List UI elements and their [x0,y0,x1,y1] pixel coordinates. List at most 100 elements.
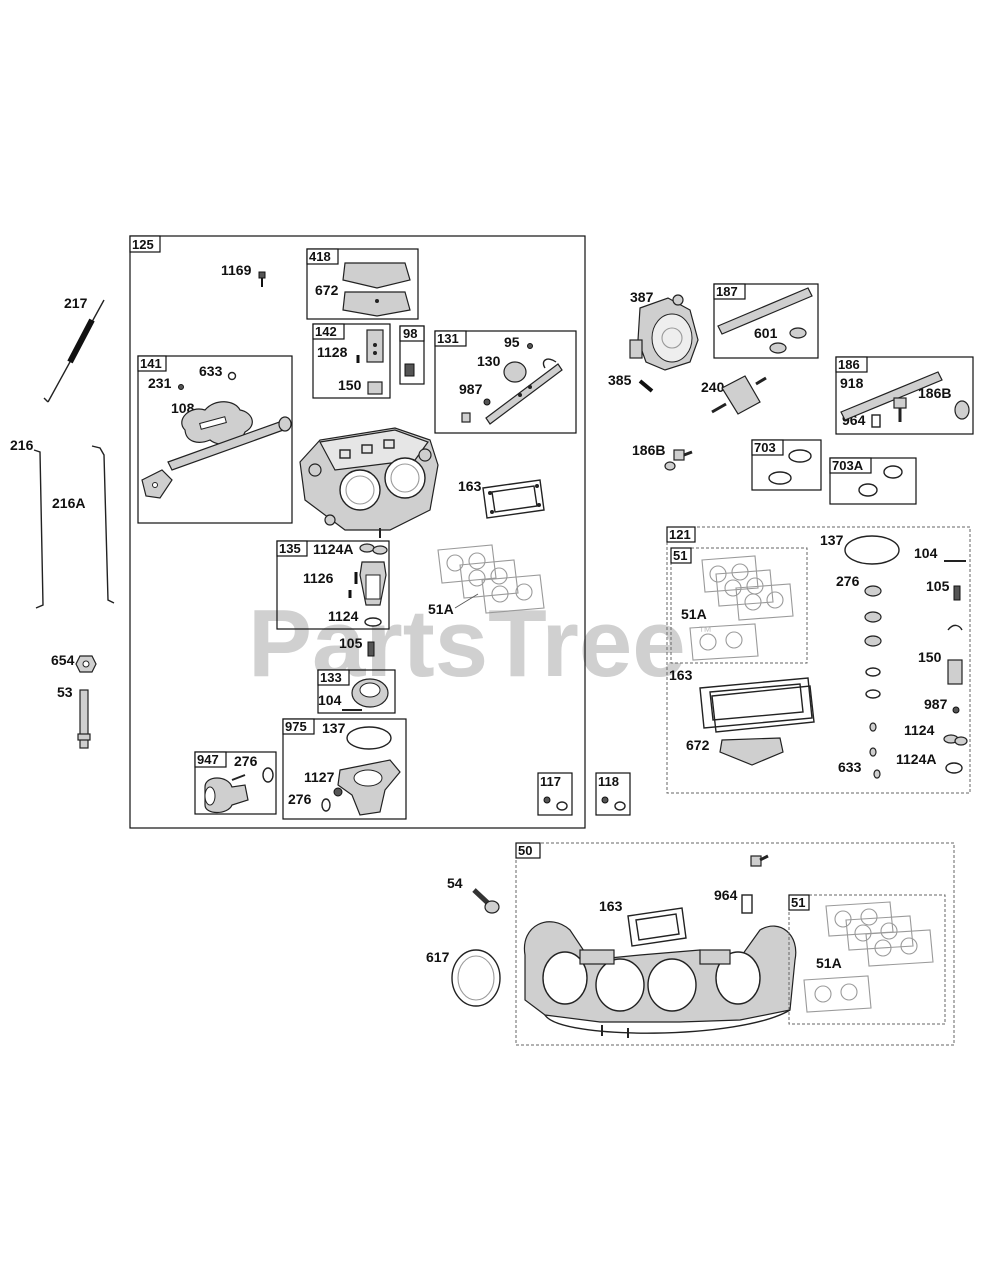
callout-53: 53 [57,684,73,700]
callout-1124a-b: 1124A [896,751,936,767]
callout-163-a: 163 [458,478,482,494]
box-label-50: 50 [518,843,532,858]
group-box-418 [306,248,419,320]
box-label-118: 118 [598,774,619,789]
callout-95: 95 [504,334,520,350]
part-intake-manifold-50 [523,921,797,1038]
group-box-142 [312,323,391,399]
part-gasket-set-51a-b [689,555,794,661]
part-carburetor-body [299,427,439,538]
part-clamp-703a [858,465,903,497]
group-box-118 [595,772,631,816]
callout-231: 231 [148,375,172,391]
callout-276-a: 276 [234,753,258,769]
part-clamp-703 [768,449,812,485]
callout-387: 387 [630,289,654,305]
part-link-216a [91,445,115,604]
box-label-187: 187 [716,284,738,299]
callout-654: 654 [51,652,75,668]
box-label-947: 947 [197,752,219,767]
group-box-133 [317,669,396,714]
box-label-135: 135 [279,541,301,556]
part-gasket-163-c [627,907,687,947]
callout-1124-b: 1124 [904,722,935,738]
part-shaft-131 [461,343,563,425]
watermark-trademark: ™ [698,623,712,639]
part-fuel-pump-387 [629,294,699,371]
callout-130: 130 [477,353,501,369]
callout-918: 918 [840,375,864,391]
part-oring-137-b [844,535,900,565]
part-gasket-163-b [699,677,815,733]
part-gasket-617 [451,949,501,1007]
watermark: PartsTree [248,590,686,697]
group-box-141 [137,355,293,524]
callout-54: 54 [447,875,463,891]
part-float-bowl-135 [348,543,388,627]
group-box-947 [194,751,277,815]
part-solenoid-947 [204,767,274,814]
callout-150-a: 150 [338,377,362,393]
part-150-b [947,659,963,685]
callout-1124-a: 1124 [328,608,359,624]
callout-150-b: 150 [918,649,942,665]
part-screw-385 [638,379,654,393]
callout-1127: 1127 [304,769,335,785]
callout-104-b: 104 [914,545,938,561]
box-label-131: 131 [437,331,459,346]
part-throttle-shaft-141 [141,371,292,499]
part-bolt-54 [472,888,500,914]
part-bowl-975 [321,726,401,816]
part-gasket-672-b [719,737,784,766]
part-105-b [953,585,961,601]
part-118 [601,796,609,804]
callout-240: 240 [701,379,725,395]
callout-163-b: 163 [669,667,693,683]
part-fuel-filter-240 [711,375,767,415]
part-gasket-418 [342,262,411,317]
group-box-121 [666,526,971,794]
box-label-975: 975 [285,719,307,734]
group-box-975 [282,718,407,820]
box-label-125: 125 [132,237,154,252]
callout-276-b: 276 [288,791,312,807]
part-float-133 [342,678,389,711]
box-label-117: 117 [540,774,561,789]
callout-987-b: 987 [924,696,948,712]
part-link-216 [33,449,44,609]
group-box-51-b [788,894,946,1025]
box-label-141: 141 [140,356,162,371]
box-label-133: 133 [320,670,342,685]
callout-633-a: 633 [199,363,223,379]
callout-51a-b: 51A [681,606,707,622]
callout-672-b: 672 [686,737,710,753]
part-jet-98 [404,363,415,377]
part-gasket-set-51a-a [437,544,545,614]
box-label-703: 703 [754,440,776,455]
callout-1169: 1169 [221,262,252,278]
group-box-131 [434,330,577,434]
group-box-117 [537,772,573,816]
box-label-121: 121 [669,527,691,542]
callout-217: 217 [64,295,88,311]
callout-1126: 1126 [303,570,334,586]
callout-163-c: 163 [599,898,623,914]
part-fuel-line-186 [840,371,970,428]
callout-987-a: 987 [459,381,483,397]
callout-105-a: 105 [339,635,363,651]
callout-385: 385 [608,372,632,388]
box-label-703a: 703A [832,458,864,473]
part-105-a [367,641,375,657]
part-washer-stack [864,585,882,779]
callout-276-c: 276 [836,573,860,589]
part-nut-654 [75,655,97,673]
group-box-125 [129,235,586,829]
box-tag-125 [129,235,161,253]
part-spring-217 [43,299,105,403]
part-spring-small [947,624,963,631]
callout-186b-b: 186B [632,442,665,458]
callout-216a: 216A [52,495,85,511]
group-box-703 [751,439,822,491]
callout-216: 216 [10,437,34,453]
